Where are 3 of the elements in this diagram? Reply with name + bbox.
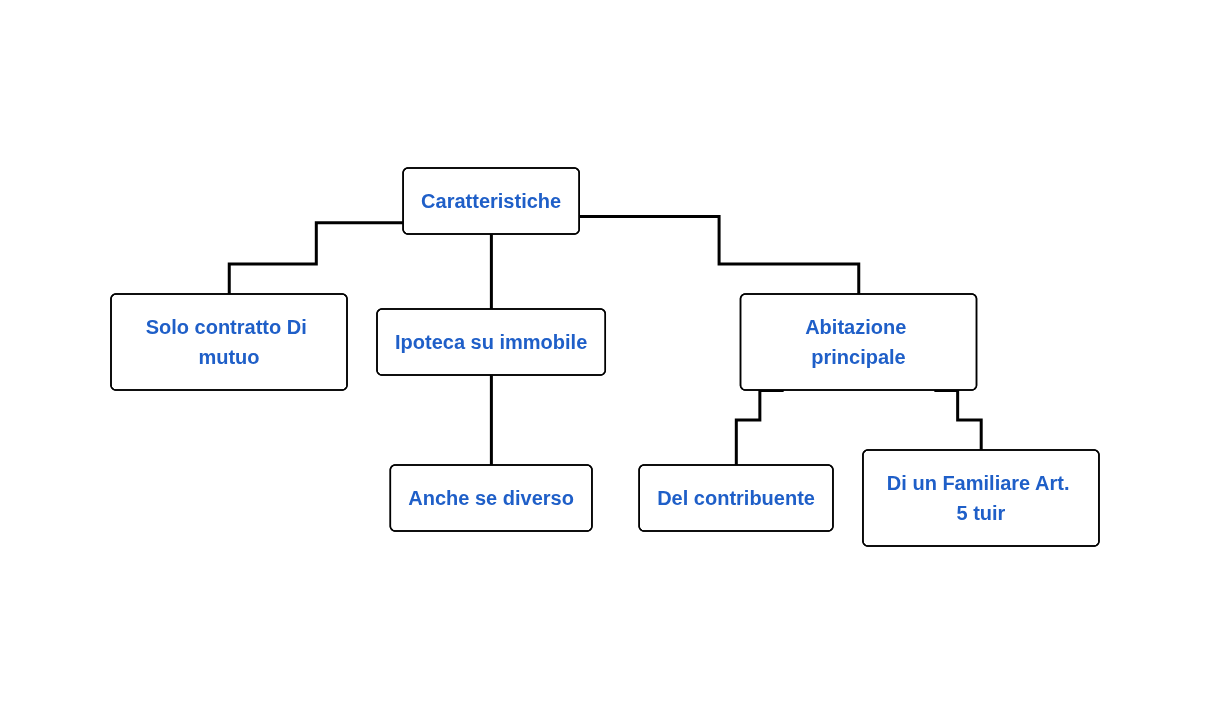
connector: [489, 374, 493, 467]
connector: [489, 233, 493, 311]
connector: [579, 215, 860, 296]
